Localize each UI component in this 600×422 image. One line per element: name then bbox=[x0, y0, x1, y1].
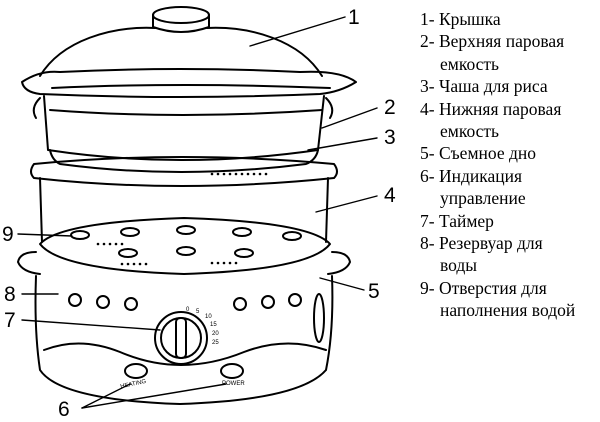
callout-1: 1 bbox=[348, 6, 360, 29]
base-panel-line bbox=[43, 342, 327, 366]
legend-item-9-cont: наполнения водой bbox=[440, 300, 576, 321]
upper-basket-band bbox=[49, 109, 323, 116]
water-window bbox=[313, 293, 325, 343]
lid-knob-top bbox=[152, 6, 210, 24]
timer-dial-inner bbox=[160, 317, 202, 359]
hole bbox=[118, 248, 138, 258]
callout-9: 9 bbox=[2, 223, 14, 246]
legend-item-1: 1- Крышка bbox=[420, 9, 501, 29]
heating-label: HEATING bbox=[120, 379, 147, 390]
indicator-light bbox=[233, 297, 247, 311]
lid bbox=[21, 6, 357, 98]
legend-item-4: 4- Нижняя паровая bbox=[420, 98, 562, 119]
legend-item-8: 8- Резервуар для bbox=[420, 233, 543, 254]
drip-tray-outline bbox=[39, 217, 331, 275]
legend-item-7: 7- Таймер bbox=[420, 210, 494, 231]
power-indicator bbox=[220, 363, 244, 379]
leader-line-6b bbox=[81, 383, 227, 409]
upper-basket bbox=[32, 95, 334, 161]
legend-item-8-cont: воды bbox=[440, 255, 478, 276]
indicator-light bbox=[124, 297, 138, 311]
indicator-light bbox=[288, 293, 302, 307]
leader-lines bbox=[17, 16, 378, 409]
timer-mark-10: 10 bbox=[205, 314, 212, 320]
timer-dial-outer bbox=[154, 311, 208, 365]
parts-legend: 1- Крышка 2- Верхняя паровая емкость 3- … bbox=[420, 8, 598, 322]
leader-line-9 bbox=[17, 233, 73, 237]
lid-dome bbox=[39, 26, 323, 77]
callout-8: 8 bbox=[4, 283, 16, 306]
leader-line-3 bbox=[307, 137, 378, 151]
callout-7: 7 bbox=[4, 309, 16, 332]
rice-bowl bbox=[49, 149, 319, 173]
timer-mark-15: 15 bbox=[210, 322, 217, 328]
lid-rim-inner bbox=[51, 84, 331, 89]
indicator-light bbox=[68, 293, 82, 307]
timer-mark-5: 5 bbox=[196, 309, 200, 315]
upper-basket-wall bbox=[43, 95, 325, 161]
callout-2: 2 bbox=[384, 96, 396, 119]
legend-item-6: 6- Индикация bbox=[420, 165, 523, 186]
hole bbox=[234, 248, 254, 258]
hole bbox=[282, 231, 302, 241]
base-wall bbox=[34, 275, 334, 405]
hole bbox=[176, 246, 196, 256]
timer-mark-25: 25 bbox=[212, 340, 219, 346]
callout-6: 6 bbox=[58, 398, 70, 421]
legend-item-4-cont: емкость bbox=[440, 121, 500, 142]
legend-item-5: 5- Съемное дно bbox=[420, 143, 537, 164]
vent-dots bbox=[96, 172, 268, 266]
heating-indicator bbox=[124, 363, 148, 379]
timer-dial-knob bbox=[175, 317, 187, 359]
vent-dots-upper bbox=[210, 172, 268, 176]
lid-rim bbox=[21, 68, 357, 98]
legend-item-2: 2- Верхняя паровая bbox=[420, 31, 565, 52]
hole bbox=[232, 227, 252, 237]
upper-basket-handle-right bbox=[325, 97, 334, 119]
base-rim bbox=[17, 251, 351, 275]
callout-3: 3 bbox=[384, 126, 396, 149]
lower-basket-wall bbox=[39, 177, 329, 243]
lower-basket-rim bbox=[30, 156, 338, 187]
legend-item-9: 9- Отверстия для bbox=[420, 277, 547, 298]
legend-item-2-cont: емкость bbox=[440, 53, 500, 74]
upper-basket-handle-left bbox=[32, 97, 41, 119]
hole bbox=[70, 230, 90, 240]
timer-mark-20: 20 bbox=[212, 331, 219, 337]
drip-tray bbox=[17, 217, 351, 275]
indicator-light bbox=[261, 295, 275, 309]
legend-item-6-cont: управление bbox=[440, 188, 526, 209]
leader-line-1 bbox=[249, 16, 346, 47]
legend-item-3: 3- Чаша для риса bbox=[420, 76, 548, 97]
leader-line-2 bbox=[321, 107, 378, 129]
leader-line-4 bbox=[315, 195, 378, 213]
timer-dial bbox=[154, 311, 208, 365]
timer-mark-0: 0 bbox=[186, 307, 190, 313]
leader-line-5 bbox=[319, 277, 365, 291]
indicator-light bbox=[96, 295, 110, 309]
leader-line-7 bbox=[21, 319, 161, 331]
base-unit bbox=[34, 275, 334, 405]
power-label: POWER bbox=[222, 381, 245, 387]
vent-dots-tray bbox=[96, 242, 238, 266]
callout-5: 5 bbox=[368, 280, 380, 303]
hole bbox=[120, 227, 140, 237]
callout-4: 4 bbox=[384, 184, 396, 207]
leader-line-6a bbox=[81, 383, 131, 409]
lower-basket bbox=[30, 156, 338, 243]
hole bbox=[176, 225, 196, 235]
